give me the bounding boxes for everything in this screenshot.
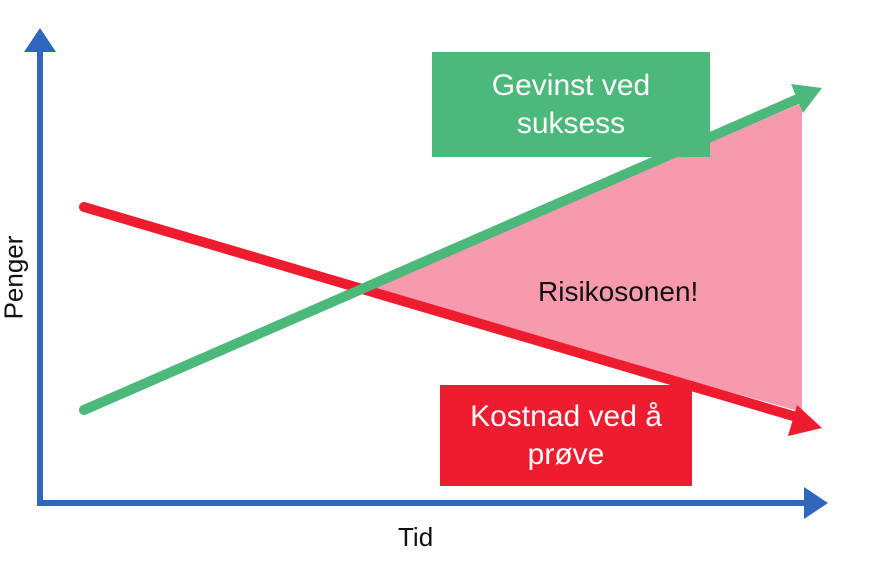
gain-label: Gevinst ved suksess bbox=[491, 68, 651, 140]
risk-zone-area bbox=[362, 103, 802, 412]
y-axis-arrow-icon bbox=[24, 28, 56, 52]
risk-zone-label: Risikosonen! bbox=[538, 276, 699, 307]
x-axis-arrow-icon bbox=[804, 487, 828, 519]
cost-arrow-icon bbox=[788, 405, 822, 436]
cost-label: Kostnad ved å prøve bbox=[470, 399, 662, 471]
y-axis-label: Penger bbox=[0, 235, 29, 320]
cost-label-box: Kostnad ved å prøve bbox=[440, 385, 692, 486]
gain-label-box: Gevinst ved suksess bbox=[432, 52, 710, 157]
cost-line bbox=[79, 202, 805, 423]
gain-arrow-icon bbox=[791, 84, 822, 113]
x-axis-label: Tid bbox=[398, 522, 434, 552]
